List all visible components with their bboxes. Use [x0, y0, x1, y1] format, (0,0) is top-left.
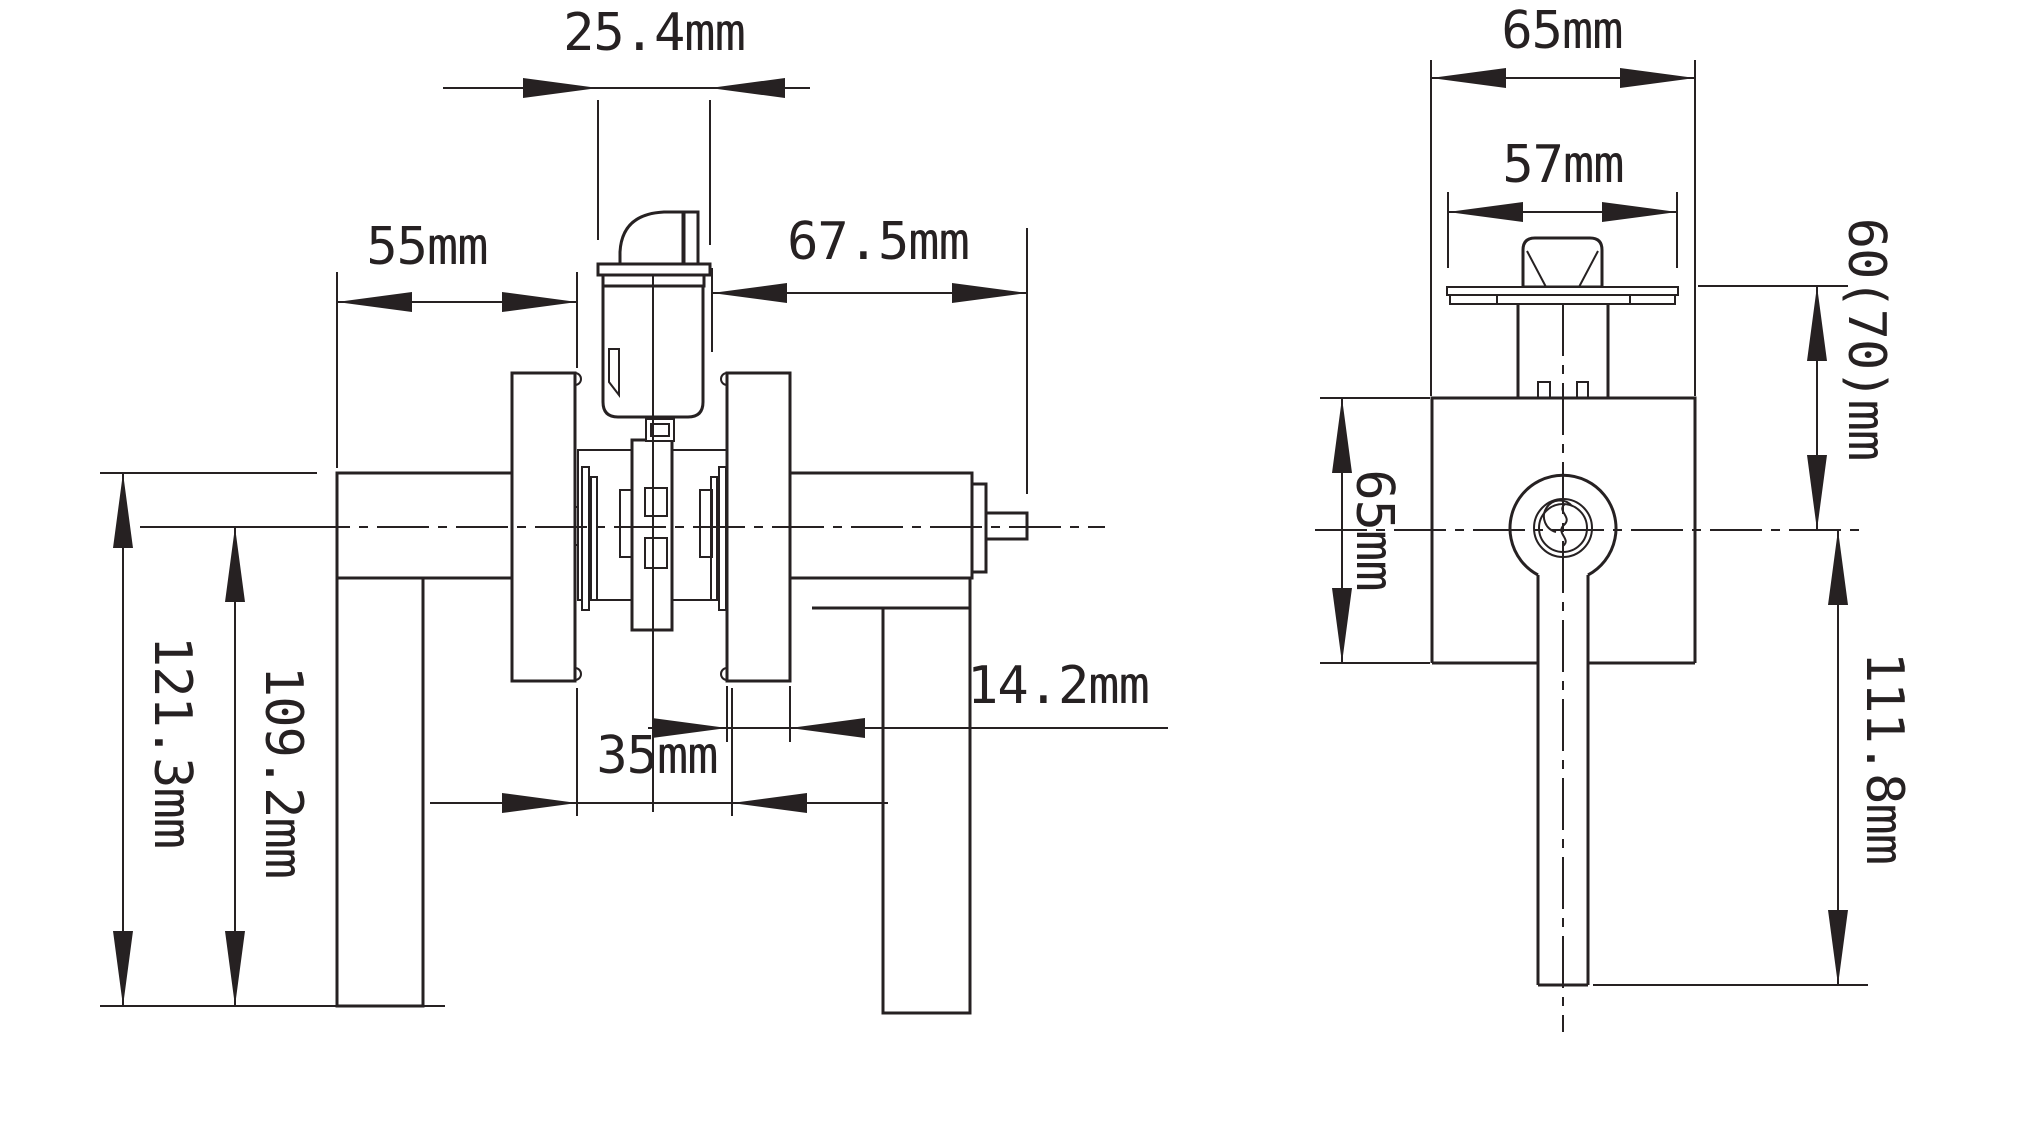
thumbturn-side	[618, 210, 685, 267]
shaft-sides	[1516, 304, 1610, 398]
dim-label-overall-height: 121.3mm	[142, 636, 202, 848]
lever-leg-left	[335, 576, 425, 1008]
dim-label-cylinder-width: 25.4mm	[563, 3, 745, 63]
lever-handle-inner	[788, 471, 974, 1015]
dim-arrows	[1807, 286, 1827, 530]
thumbturn-bar	[682, 210, 700, 267]
dim-label-center-height: 109.2mm	[253, 666, 313, 878]
latch-tip	[984, 511, 1029, 541]
thumbturn-front-facets	[1526, 250, 1599, 288]
dim-arrows	[337, 292, 577, 312]
dim-arrows	[712, 283, 1027, 303]
dim-latch-projection: 67.5mm	[711, 212, 1028, 494]
rose-top-plate	[1446, 286, 1679, 305]
rose-top-plate-upper	[1446, 286, 1679, 296]
spring-washers-right	[699, 466, 727, 611]
dim-lines	[100, 472, 445, 1007]
lever-handle-outer	[335, 471, 514, 1008]
dim-arrows	[502, 793, 807, 813]
dim-label-above-center: 60(70)mm	[1836, 218, 1896, 460]
dim-below-center: 111.8mm	[1593, 530, 1914, 986]
lever-arm-left	[335, 471, 514, 580]
dim-rose-height: 65mm	[1320, 397, 1430, 664]
dim-arrows	[1431, 68, 1695, 88]
lever-leg-right	[881, 606, 972, 1015]
cylinder-cap-upper	[596, 262, 712, 277]
rose-top-plate-joints	[1496, 295, 1631, 304]
dim-lines	[1593, 530, 1868, 986]
dim-label-below-center: 111.8mm	[1854, 652, 1914, 864]
side-view: 25.4mm 55mm 67.5mm 121.3mm 109.2mm	[100, 3, 1168, 1015]
dim-label-rose-width: 65mm	[1501, 1, 1622, 61]
rose-catch-tabs	[574, 372, 728, 681]
spindle-square-inner	[650, 423, 670, 437]
dim-rose-width: 65mm	[1430, 1, 1696, 396]
dim-arrows	[1332, 398, 1352, 663]
dim-above-center: 60(70)mm	[1698, 218, 1896, 530]
dim-cylinder-width: 25.4mm	[443, 3, 810, 245]
thumbturn-front-outline	[1521, 236, 1604, 289]
dim-label-rose-height: 65mm	[1344, 469, 1404, 590]
retainer-clip	[608, 348, 620, 398]
lever-arm-right	[788, 471, 974, 580]
front-view: 65mm 57mm 65mm 60(70)mm 111.8mm	[1315, 1, 1914, 1032]
dim-lines	[1698, 285, 1848, 530]
dim-lever-offset: 55mm	[336, 217, 578, 468]
dim-arrows	[523, 78, 785, 98]
rose-top-plate-lower	[1449, 294, 1676, 305]
dim-overall-height: 121.3mm	[100, 472, 445, 1007]
cylinder-shaft-front	[1516, 304, 1610, 399]
dim-lines	[443, 87, 810, 245]
dim-rose-thickness: 14.2mm	[648, 656, 1168, 742]
dim-hub-width: 35mm	[430, 688, 888, 816]
dim-arrows	[652, 718, 865, 738]
thumbturn-front	[1521, 236, 1604, 289]
dim-arrows	[1448, 202, 1677, 222]
hub-center-details	[644, 487, 668, 569]
dim-label-rose-thickness: 14.2mm	[967, 656, 1149, 716]
dim-turn-plate-width: 57mm	[1447, 135, 1678, 268]
dim-center-height: 109.2mm	[167, 526, 330, 1006]
dim-lines	[167, 526, 330, 1006]
dim-lines	[648, 686, 1168, 742]
dim-label-lever-offset: 55mm	[366, 217, 487, 277]
keyway-plug	[1542, 499, 1573, 533]
dim-label-latch-projection: 67.5mm	[787, 212, 969, 272]
lever-leg-right-shoulder	[812, 578, 972, 610]
dim-label-turn-plate-width: 57mm	[1502, 135, 1623, 195]
